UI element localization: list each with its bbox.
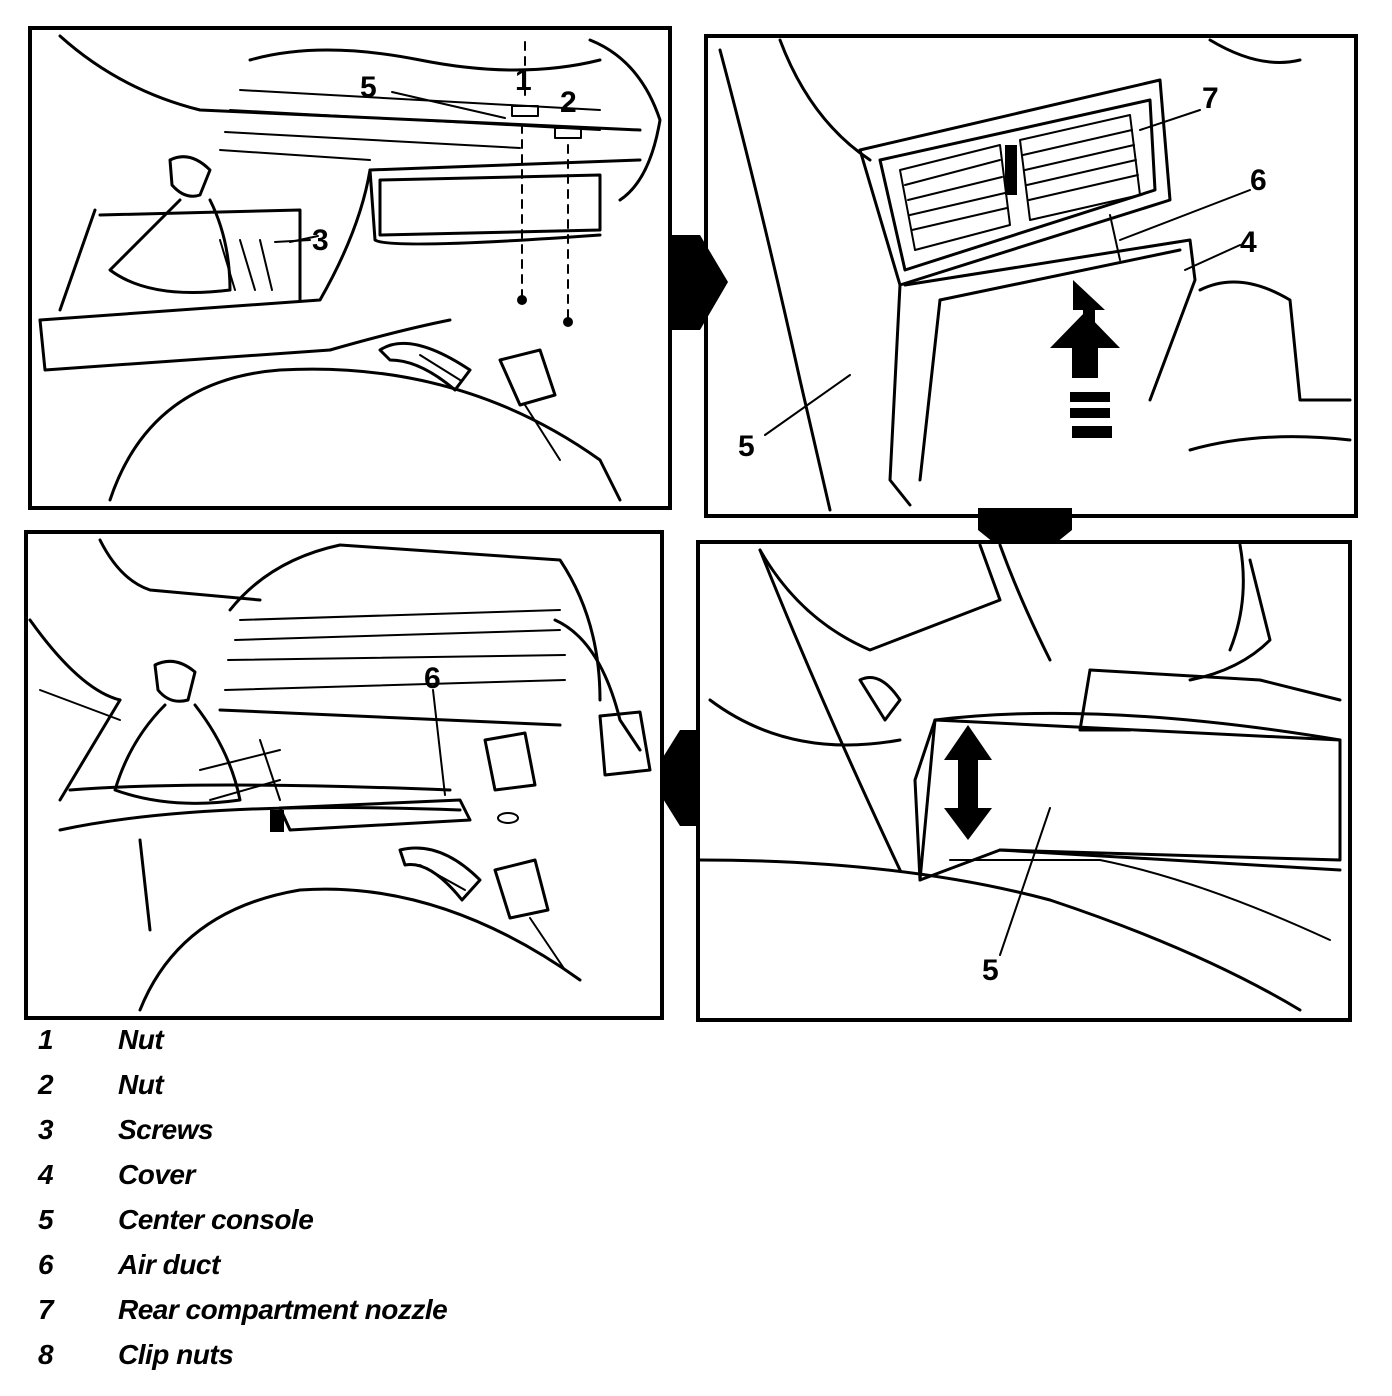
legend-label: Center console bbox=[118, 1204, 314, 1235]
legend-number: 4 bbox=[38, 1159, 54, 1190]
panel-top-right: 7 6 4 5 bbox=[704, 34, 1358, 518]
legend-number: 7 bbox=[38, 1294, 54, 1325]
callout-5-bottom-right: 5 bbox=[982, 954, 999, 987]
legend-number: 3 bbox=[38, 1114, 54, 1145]
console-removal-diagram: 5 1 2 3 bbox=[24, 26, 1358, 1022]
callout-7: 7 bbox=[1202, 82, 1219, 115]
legend-number: 1 bbox=[38, 1024, 54, 1055]
callout-6-bottom-left: 6 bbox=[424, 662, 441, 695]
legend-item: 7 Rear compartment nozzle bbox=[0, 1294, 700, 1338]
callout-3: 3 bbox=[312, 224, 329, 257]
arrow-right-top bbox=[668, 235, 728, 330]
legend-item: 4 Cover bbox=[0, 1159, 700, 1203]
legend-label: Rear compartment nozzle bbox=[118, 1294, 448, 1325]
legend-number: 6 bbox=[38, 1249, 54, 1280]
legend-item: 1 Nut bbox=[0, 1024, 700, 1068]
panel-top-left: 5 1 2 3 bbox=[28, 26, 672, 510]
legend-label: Screws bbox=[118, 1114, 214, 1145]
legend-item: 6 Air duct bbox=[0, 1249, 700, 1293]
legend-number: 5 bbox=[38, 1204, 54, 1235]
legend-item: 8 Clip nuts bbox=[0, 1339, 700, 1383]
legend-item: 3 Screws bbox=[0, 1114, 700, 1158]
callout-2: 2 bbox=[560, 86, 577, 119]
legend-label: Nut bbox=[118, 1024, 164, 1055]
legend-number: 2 bbox=[38, 1069, 54, 1100]
legend-label: Clip nuts bbox=[118, 1339, 234, 1370]
callout-1: 1 bbox=[515, 64, 532, 97]
legend-number: 8 bbox=[38, 1339, 54, 1370]
callout-4: 4 bbox=[1240, 226, 1257, 259]
legend-label: Nut bbox=[118, 1069, 164, 1100]
legend-item: 5 Center console bbox=[0, 1204, 700, 1248]
arrow-left-bottom bbox=[650, 730, 705, 826]
panel-bottom-right: 5 bbox=[696, 540, 1352, 1022]
callout-5-top-left: 5 bbox=[360, 71, 377, 104]
arrow-down-right bbox=[978, 508, 1072, 568]
callout-5-top-right: 5 bbox=[738, 430, 755, 463]
callout-6-top-right: 6 bbox=[1250, 164, 1267, 197]
panel-bottom-left: 6 bbox=[24, 530, 664, 1020]
legend-item: 2 Nut bbox=[0, 1069, 700, 1113]
legend-label: Air duct bbox=[118, 1249, 220, 1280]
legend-label: Cover bbox=[118, 1159, 195, 1190]
